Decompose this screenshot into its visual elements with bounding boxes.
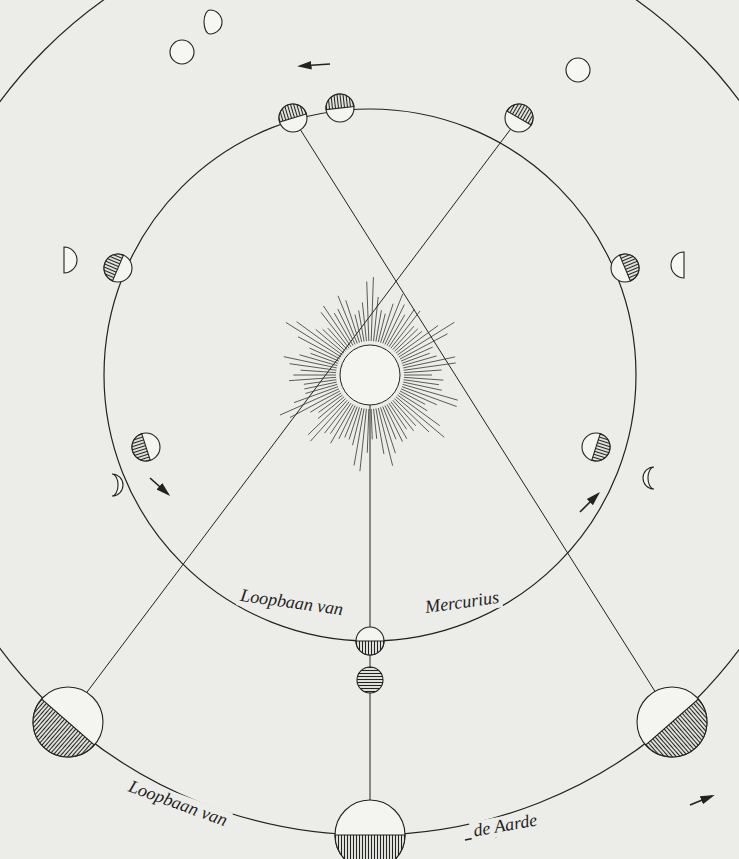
- sun-ray: [360, 409, 367, 471]
- sun-ray: [404, 375, 432, 376]
- mercury: [582, 433, 614, 465]
- motion-arrows: [150, 64, 712, 840]
- sun-ray: [400, 391, 425, 404]
- sun-ray: [318, 397, 344, 419]
- sun-ray: [304, 380, 337, 385]
- sun-ray: [367, 409, 369, 453]
- phase-shape: [112, 474, 123, 496]
- sun-ray: [301, 370, 337, 372]
- orbit-label: Loopbaan van: [123, 776, 233, 832]
- sun-ray: [387, 315, 405, 346]
- sun-ray: [374, 409, 377, 439]
- sun-ray: [339, 406, 355, 439]
- sun-ray: [321, 312, 349, 348]
- mercury: [276, 101, 307, 132]
- sun-ray: [387, 404, 407, 438]
- orbit-label: de Aarde: [469, 810, 542, 842]
- sun-ray: [385, 406, 403, 442]
- sun-ray: [371, 409, 372, 439]
- sun-ray: [308, 399, 345, 435]
- sun-ray: [371, 277, 373, 341]
- motion-arrow: [580, 494, 598, 512]
- earth: [19, 687, 103, 771]
- sun-ray: [328, 328, 347, 350]
- sun-ray: [354, 408, 364, 465]
- sun-ray: [393, 400, 416, 426]
- sun-ray: [378, 408, 392, 466]
- sun-ray: [297, 322, 343, 355]
- sun-rays: [280, 277, 458, 471]
- sun-ray: [310, 393, 341, 412]
- phase-shape: [566, 58, 590, 82]
- mercury: [611, 250, 643, 282]
- mercury: [325, 93, 354, 122]
- sun-ray: [334, 313, 353, 346]
- sun-ray: [323, 306, 351, 347]
- sun-ray: [323, 329, 346, 351]
- sun-ray: [359, 311, 364, 342]
- sight-line: [72, 118, 519, 712]
- earth-orbit: [0, 0, 739, 835]
- mercury: [128, 433, 160, 465]
- sun-ray: [355, 315, 362, 342]
- sight-lines: [72, 118, 668, 800]
- sun-ray: [362, 302, 366, 341]
- sun-ray: [399, 393, 427, 411]
- sun-ray: [338, 296, 357, 344]
- sun-ray: [376, 408, 384, 454]
- orbit-label: Mercurius: [421, 588, 503, 619]
- sun-ray: [404, 377, 443, 380]
- motion-arrow: [150, 478, 168, 494]
- sight-line: [370, 375, 371, 800]
- sun-ray: [393, 326, 414, 350]
- sun-ray: [404, 380, 439, 385]
- sun-ray: [290, 364, 337, 371]
- orbit-label: Loopbaan van: [236, 586, 347, 621]
- sun-ray: [394, 329, 417, 352]
- sun-ray: [294, 387, 338, 403]
- phase-shape: [204, 10, 222, 34]
- sun-ray: [338, 309, 355, 344]
- earth: [637, 687, 721, 771]
- sight-line: [293, 118, 668, 712]
- sun-ray: [404, 363, 456, 370]
- motion-arrow: [690, 796, 712, 805]
- sun-ray: [398, 395, 440, 426]
- sun-ray: [304, 382, 336, 389]
- mercury: [505, 99, 538, 132]
- mercury: [356, 627, 384, 655]
- phase-shape: [170, 40, 194, 64]
- sun: [340, 345, 400, 405]
- sun-ray: [376, 310, 382, 341]
- sun-ray: [398, 326, 439, 355]
- sun-ray: [391, 311, 420, 348]
- phase-shape: [671, 252, 684, 278]
- sun-ray: [310, 400, 347, 441]
- sun-ray: [346, 300, 360, 342]
- sun-ray: [399, 322, 455, 357]
- earth: [335, 800, 405, 859]
- sun-ray: [309, 348, 338, 361]
- sun-ray: [367, 281, 369, 341]
- phase-shape: [64, 247, 77, 273]
- sun-ray: [403, 384, 458, 400]
- mercury-new: [357, 667, 383, 693]
- sun-ray: [389, 403, 407, 429]
- phase-shape: [643, 467, 654, 489]
- sun-ray: [391, 402, 414, 431]
- sun-ray: [293, 375, 336, 376]
- sun-ray: [319, 395, 343, 412]
- motion-arrow: [300, 64, 330, 66]
- sun-ray: [289, 377, 336, 380]
- sun-ray: [284, 357, 337, 368]
- mercury: [100, 250, 132, 282]
- sun-ray: [404, 370, 442, 373]
- sun-ray: [401, 389, 437, 405]
